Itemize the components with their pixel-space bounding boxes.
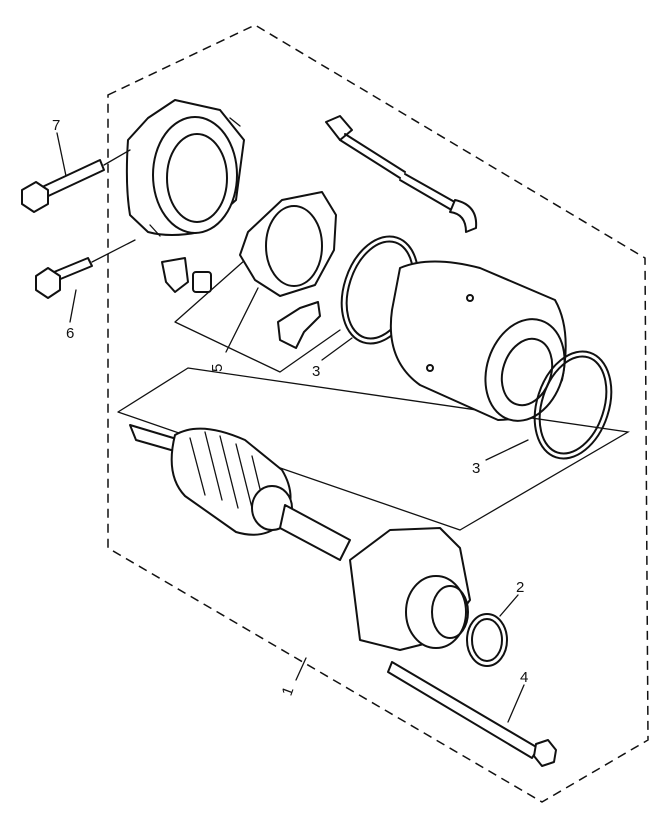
through-bolt-4 <box>387 661 557 767</box>
assembly-boundary <box>107 24 649 803</box>
front-housing <box>125 99 245 237</box>
callout-3b: 3 <box>472 460 480 477</box>
leader-1 <box>295 657 307 681</box>
leader-5 <box>225 287 259 353</box>
rear-cover <box>349 527 471 651</box>
yoke <box>389 260 567 422</box>
leader-4 <box>507 684 525 723</box>
lead-wire <box>325 115 478 233</box>
armature <box>129 424 351 561</box>
bolt-6 <box>35 239 136 299</box>
leader-2 <box>499 594 519 617</box>
o-ring-3-right <box>533 350 613 460</box>
bolt-7 <box>21 149 131 213</box>
brush-plate <box>239 191 337 297</box>
armature-group-box <box>117 367 630 531</box>
callout-3a: 3 <box>312 363 320 380</box>
brush-holder-left <box>161 257 212 293</box>
o-ring-2 <box>466 613 508 667</box>
brush-holder-right <box>277 301 321 349</box>
callout-4: 4 <box>520 669 528 686</box>
callout-5: 5 <box>209 364 226 372</box>
callout-2: 2 <box>516 579 524 596</box>
callout-1: 1 <box>279 684 298 698</box>
leader-3a <box>321 337 353 361</box>
callout-7: 7 <box>52 117 60 134</box>
leader-7 <box>56 132 67 177</box>
leader-3b <box>485 439 529 461</box>
leader-6 <box>69 289 77 323</box>
callout-6: 6 <box>66 325 74 342</box>
